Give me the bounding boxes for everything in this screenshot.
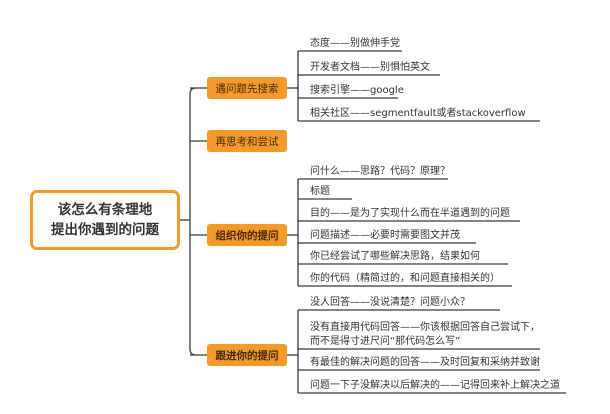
leaf-community: 相关社区——segmentfault或者stackoverflow bbox=[310, 108, 526, 119]
leaf-tried-solutions: 你已经尝试了哪些解决思路，结果如何 bbox=[310, 251, 480, 262]
leaf-your-code: 你的代码（精简过的，和问题直接相关的） bbox=[310, 273, 500, 284]
root-title-line-2: 提出你遇到的问题 bbox=[51, 222, 159, 238]
branch-organize-question: 组织你的提问 bbox=[207, 224, 287, 246]
branch-label: 遇问题先搜索 bbox=[215, 82, 279, 95]
leaf-solved-later: 问题一下子没解决以后解决的——记得回来补上解决之道 bbox=[310, 380, 560, 391]
trunk-line bbox=[189, 87, 197, 356]
root-title-line-1: 该怎么有条理地 bbox=[57, 202, 153, 218]
leaf-search-engine: 搜索引擎——google bbox=[310, 85, 404, 96]
root-node: 该怎么有条理地 提出你遇到的问题 bbox=[30, 190, 180, 250]
branch-label: 组织你的提问 bbox=[215, 229, 279, 242]
branch-search-first: 遇问题先搜索 bbox=[207, 77, 287, 99]
leaf-title: 标题 bbox=[310, 186, 330, 197]
branch-label: 再思考和尝试 bbox=[215, 135, 279, 148]
branch-follow-up: 跟进你的提问 bbox=[207, 344, 287, 366]
leaf-best-answer: 有最佳的解决问题的回答——及时回复和采纳并致谢 bbox=[310, 357, 540, 368]
leaf-purpose: 目的——是为了实现什么而在半道遇到的问题 bbox=[310, 208, 510, 219]
branch-label: 跟进你的提问 bbox=[215, 349, 279, 362]
leaf-description: 问题描述——必要时需要图文并茂 bbox=[310, 230, 460, 241]
leaf-what-to-ask: 问什么——思路？代码？原理？ bbox=[310, 166, 450, 177]
leaf-no-code-answer: 没有直接用代码回答——你该根据回答自己尝试下， 而不是得寸进尺问“那代码怎么写” bbox=[310, 322, 540, 347]
leaf-no-answer: 没人回答——没说清楚？问题小众？ bbox=[310, 297, 470, 308]
leaf-dev-docs: 开发者文档——别惧怕英文 bbox=[310, 62, 430, 73]
leaf-attitude: 态度——别做伸手党 bbox=[310, 38, 400, 49]
branch-think-try: 再思考和尝试 bbox=[207, 130, 287, 152]
